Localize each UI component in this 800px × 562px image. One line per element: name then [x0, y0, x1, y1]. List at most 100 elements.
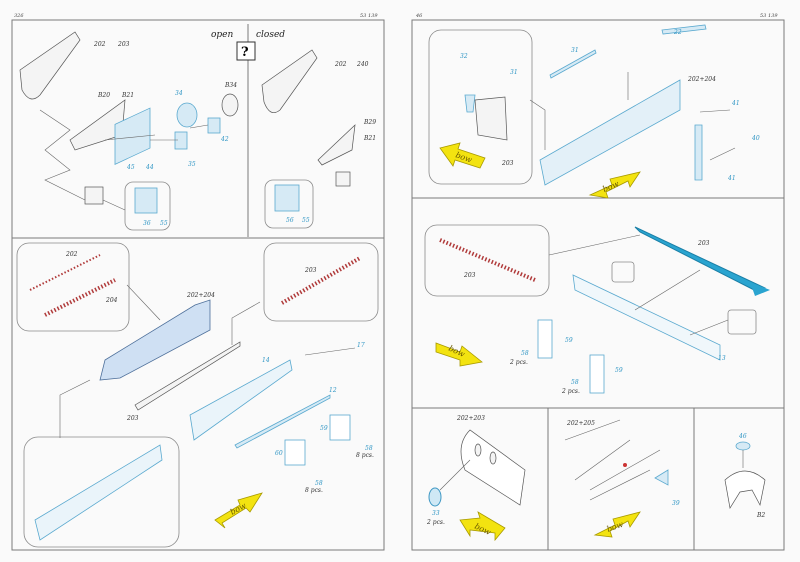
step-seat: 46 B2: [724, 433, 765, 519]
etch-part: [539, 79, 681, 186]
right-page: 46 53 139: [411, 13, 785, 551]
detail-icon-box: [727, 309, 757, 335]
part-labels: 202 203 B20 B21 34 B34 45 44 42 35 36 55…: [93, 41, 376, 227]
assembly-lines: [548, 234, 729, 336]
detail-box: [124, 181, 171, 231]
part-label: 17: [357, 342, 365, 349]
step-wing-root: bow 203 203 59 58 59 58 13 2 pcs. 2 pcs.: [424, 224, 770, 395]
detail-icon-box: [611, 261, 635, 283]
part-label: 34: [175, 90, 183, 97]
etch-part: [114, 107, 151, 165]
step-windows: bow 202+203 33 2 pcs.: [426, 415, 526, 542]
part-label: 58: [571, 379, 579, 386]
bow-arrow-icon: [593, 511, 641, 538]
etch-part: [661, 24, 707, 35]
left-page: 326 53 139: [11, 13, 385, 551]
fuselage-drawing: [19, 31, 81, 100]
part-label: 58: [315, 480, 323, 487]
part-label: B34: [224, 82, 237, 89]
page-number: 46: [415, 13, 423, 19]
wing-lines: [564, 419, 661, 501]
bow-arrow: bow: [459, 511, 506, 542]
ring-drawing: [221, 93, 239, 117]
part-label: 39: [672, 500, 680, 507]
bow-arrow-icon: [459, 511, 506, 542]
quantity-label: 8 pcs.: [356, 452, 374, 459]
etch-part: [176, 102, 198, 128]
bow-arrow: bow: [435, 342, 483, 367]
wing-panel-drawing: [99, 299, 211, 381]
part-label: 12: [329, 387, 337, 394]
part-label: 55: [302, 217, 310, 224]
etch-part: [134, 187, 158, 214]
part-label: B20: [97, 92, 110, 99]
red-part: [44, 278, 116, 317]
etch-part: [572, 274, 721, 361]
red-part: [29, 254, 101, 291]
red-part: [439, 238, 536, 282]
bow-label: bow: [606, 520, 625, 534]
etch-part: [589, 354, 605, 394]
closed-label: closed: [256, 30, 285, 40]
part-label: 22: [673, 29, 682, 36]
part-label: 14: [262, 357, 270, 364]
bow-arrow: bow: [588, 171, 641, 199]
bow-arrow: bow: [593, 511, 641, 538]
part-label: 13: [718, 355, 726, 362]
etch-part: [174, 131, 188, 150]
question-icon: ?: [241, 45, 249, 60]
quantity-label: 8 pcs.: [305, 487, 323, 494]
window-drawing: [489, 451, 497, 465]
part-label: B2: [756, 512, 765, 519]
etch-part: [537, 319, 553, 359]
detail-box: [23, 436, 180, 548]
strip-drawing: [134, 341, 241, 411]
detail-box: [264, 179, 314, 229]
assembly-lines: [439, 459, 471, 491]
part-label: 32: [460, 53, 468, 60]
etch-part: [189, 359, 293, 441]
quantity-label: 2 pcs.: [561, 388, 580, 395]
bow-arrow-icon: [439, 142, 486, 169]
part-label: 204: [105, 297, 118, 304]
detail-box: [428, 29, 533, 185]
page-number: 326: [14, 13, 24, 19]
etch-part: [735, 441, 751, 451]
part-label: 58: [521, 350, 529, 357]
part-label: 202+205: [566, 420, 595, 427]
bow-arrow-icon: [214, 492, 263, 529]
part-label: 202: [65, 251, 78, 258]
etch-part: [329, 414, 351, 441]
window-etch-part: [428, 487, 442, 507]
wing-edge-part: [750, 282, 770, 296]
part-label: 33: [432, 510, 440, 517]
part-label: 44: [145, 164, 154, 171]
bow-arrow: bow: [439, 142, 486, 169]
panel-drawing: [335, 171, 351, 187]
red-part: [281, 256, 361, 305]
etch-part: [274, 184, 300, 212]
part-label: 45: [126, 164, 135, 171]
part-label: 58: [365, 445, 373, 452]
right-page-frame: [411, 19, 785, 551]
part-label: 31: [571, 47, 579, 54]
bow-label: bow: [601, 179, 620, 194]
part-label: 56: [286, 217, 294, 224]
etch-part: [654, 469, 669, 486]
etch-part: [549, 49, 597, 79]
step-wing-detail: bow 202+205 39: [564, 419, 680, 538]
part-label: 55: [160, 220, 168, 227]
part-label: 203: [304, 267, 317, 274]
red-detail: [623, 463, 627, 467]
bow-arrow-icon: [588, 171, 641, 199]
part-label: 202+204: [186, 292, 215, 299]
bow-arrow: bow: [214, 492, 263, 529]
part-label: 41: [731, 100, 740, 107]
part-label: 203: [126, 415, 139, 422]
left-page-frame: [11, 19, 385, 551]
part-label: 240: [356, 61, 369, 68]
page-code: 53 139: [360, 13, 378, 19]
fuselage-drawing: [261, 49, 318, 113]
fuselage-drawing: [460, 429, 526, 506]
quantity-label: 2 pcs.: [426, 519, 445, 526]
